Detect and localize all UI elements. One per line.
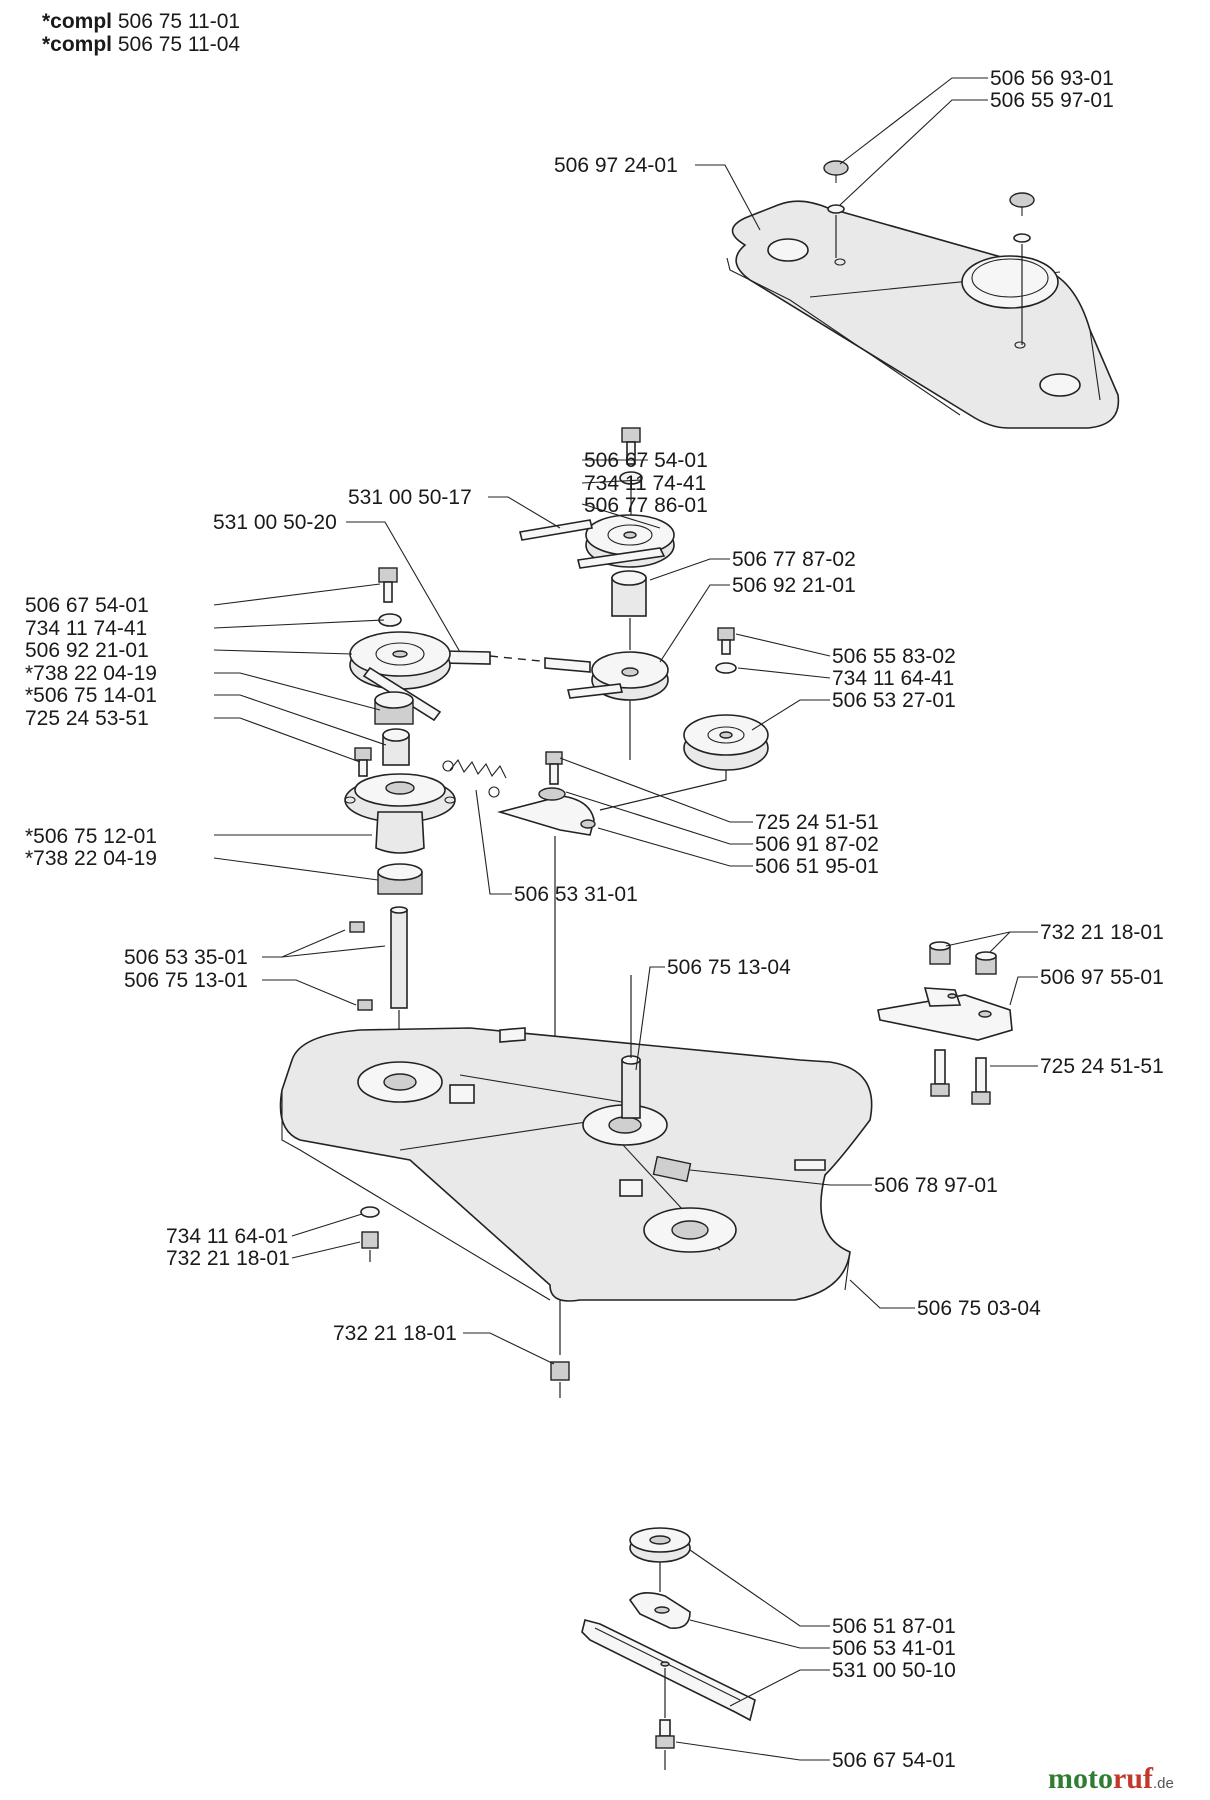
bracket-nut-left [929, 941, 951, 965]
bolt-idler [545, 751, 563, 785]
washer-deck-left [360, 1206, 380, 1218]
label-nut-bottom: 732 21 18-01 [333, 1322, 457, 1345]
label-belt-upper: 531 00 50-17 [348, 486, 472, 509]
spindle-shaft [390, 906, 408, 1009]
label-bracket-nut: 732 21 18-01 [1040, 921, 1164, 944]
label-pulley-middle: 506 92 21-01 [732, 574, 856, 597]
label-nut-deck: 732 21 18-01 [166, 1247, 290, 1270]
label-belt-long: 531 00 50-20 [213, 511, 337, 534]
label-bolt-small-left: 725 24 53-51 [25, 707, 149, 730]
label-mower-deck: 506 75 03-04 [917, 1297, 1041, 1320]
watermark-logo: motoruf.de [1048, 1762, 1174, 1795]
bolt-left [378, 567, 402, 627]
label-cover-washer: 506 55 97-01 [990, 89, 1114, 112]
label-washer-left: 734 11 74-41 [25, 617, 147, 640]
label-belt-cover: 506 97 24-01 [554, 154, 678, 177]
deck-spindle [621, 1055, 641, 1119]
spindle-housing [344, 773, 456, 854]
label-washer-right: 734 11 64-41 [832, 667, 954, 690]
label-spindle-housing: *506 75 12-01 [25, 825, 157, 848]
belt-cover-part [726, 200, 1120, 429]
bracket-nut-right [975, 951, 997, 975]
label-spindle-shaft: 506 75 13-01 [124, 969, 248, 992]
label-blade-hub: 506 51 87-01 [832, 1615, 956, 1638]
label-blade: 531 00 50-10 [832, 1659, 956, 1682]
bushing-left [382, 728, 410, 766]
label-washer-deck: 734 11 64-01 [166, 1225, 288, 1248]
bolt-right [715, 627, 737, 674]
bolt-small-left [354, 747, 372, 777]
label-bolt-upper: 506 67 54-01 [584, 449, 708, 472]
svg-text:motoruf.de: motoruf.de [1048, 1762, 1174, 1795]
label-bracket: 506 97 55-01 [1040, 966, 1164, 989]
pulley-right [683, 714, 769, 771]
label-bearing-lower: *738 22 04-19 [25, 847, 157, 870]
spacer-upper [611, 570, 647, 617]
label-spacer-upper: 506 77 87-02 [732, 548, 856, 571]
pulley-upper [519, 514, 675, 569]
label-washer-idler: 506 91 87-02 [755, 833, 879, 856]
bracket-part [877, 987, 1013, 1041]
label-bolt-idler: 725 24 51-51 [755, 811, 879, 834]
pulley-middle [567, 651, 669, 701]
label-cover-screw: 506 56 93-01 [990, 67, 1114, 90]
label-bolt-right: 506 55 83-02 [832, 645, 956, 668]
label-pulley-left: 506 92 21-01 [25, 639, 149, 662]
label-bolt-left: 506 67 54-01 [25, 594, 149, 617]
nut-deck-left [361, 1231, 379, 1249]
label-bushing-left: *506 75 14-01 [25, 684, 157, 707]
label-deck-decal: 506 78 97-01 [874, 1174, 998, 1197]
leader-lines [213, 77, 1038, 1761]
label-bearing-left: *738 22 04-19 [25, 662, 157, 685]
bracket-bolt-left [930, 1049, 950, 1097]
label-blade-bolt: 506 67 54-01 [832, 1749, 956, 1772]
bolt-upper [619, 427, 643, 485]
label-blade-adapter: 506 53 41-01 [832, 1637, 956, 1660]
key-bottom [357, 999, 373, 1011]
blade-adapter [628, 1592, 691, 1629]
label-washer-upper: 734 11 74-41 [584, 472, 706, 495]
bracket-bolt-right [971, 1057, 991, 1105]
cover-screw-right [1009, 192, 1035, 345]
blade-bolt [655, 1719, 675, 1749]
part-labels: 506 56 93-01 506 55 97-01 506 97 24-01 5… [25, 67, 1164, 1772]
bearing-lower [377, 863, 423, 895]
key-top [349, 921, 365, 933]
cover-screw-left [823, 160, 849, 258]
mower-deck [279, 1027, 873, 1302]
label-key: 506 53 35-01 [124, 946, 248, 969]
tension-spring [442, 758, 507, 798]
blade-hub [629, 1527, 691, 1563]
mower-blade [581, 1619, 756, 1722]
assembly-code-2: *compl 506 75 11-04 [42, 33, 240, 56]
idler-arm [497, 787, 596, 836]
label-bracket-bolt: 725 24 51-51 [1040, 1055, 1164, 1078]
bearing-left [374, 691, 414, 725]
assembly-code-1: *compl 506 75 11-01 [42, 10, 240, 33]
label-pulley-right: 506 53 27-01 [832, 689, 956, 712]
label-spring: 506 53 31-01 [514, 883, 638, 906]
label-idler-arm: 506 51 95-01 [755, 855, 879, 878]
label-pulley-upper: 506 77 86-01 [584, 494, 708, 517]
label-deck-spindle: 506 75 13-04 [667, 956, 791, 979]
nut-deck-bottom [550, 1361, 570, 1381]
